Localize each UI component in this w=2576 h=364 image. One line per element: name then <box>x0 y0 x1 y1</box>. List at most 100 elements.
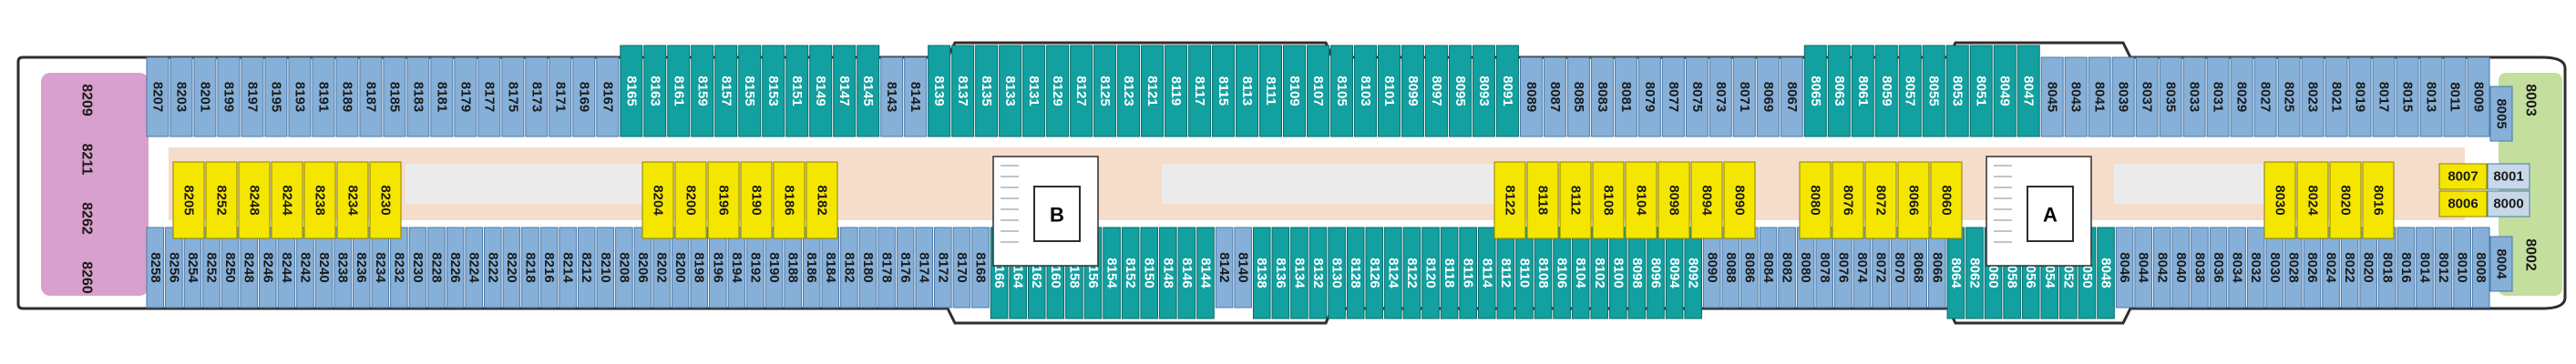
cabin-8176[interactable]: 8176 <box>896 227 915 308</box>
cabin-8175[interactable]: 8175 <box>501 56 525 137</box>
cabin-8226[interactable]: 8226 <box>446 227 465 308</box>
cabin-8202[interactable]: 8202 <box>652 227 671 308</box>
cabin-8043[interactable]: 8043 <box>2064 56 2088 137</box>
cabin-8016[interactable]: 8016 <box>2396 227 2416 308</box>
cabin-8214[interactable]: 8214 <box>559 227 577 308</box>
cabin-8120[interactable]: 8120 <box>1421 227 1440 319</box>
cabin-8262[interactable]: 8262 <box>79 202 95 235</box>
cabin-8090[interactable]: 8090 <box>1723 161 1756 239</box>
cabin-8122[interactable]: 8122 <box>1402 227 1421 319</box>
cabin-8010[interactable]: 8010 <box>2453 227 2471 308</box>
cabin-8018[interactable]: 8018 <box>2377 227 2396 308</box>
cabin-8143[interactable]: 8143 <box>880 56 904 137</box>
cabin-8195[interactable]: 8195 <box>264 56 288 137</box>
cabin-8145[interactable]: 8145 <box>857 45 880 137</box>
cabin-8260[interactable]: 8260 <box>79 261 95 294</box>
cabin-8126[interactable]: 8126 <box>1365 227 1384 319</box>
cabin-8076[interactable]: 8076 <box>1832 161 1864 239</box>
cabin-8093[interactable]: 8093 <box>1472 45 1495 137</box>
cabin-8234[interactable]: 8234 <box>371 227 390 308</box>
cabin-8076[interactable]: 8076 <box>1834 227 1852 308</box>
cabin-8069[interactable]: 8069 <box>1756 56 1780 137</box>
cabin-8196[interactable]: 8196 <box>707 161 740 239</box>
cabin-8182[interactable]: 8182 <box>806 161 838 239</box>
cabin-8210[interactable]: 8210 <box>596 227 615 308</box>
cabin-8079[interactable]: 8079 <box>1637 56 1661 137</box>
cabin-8144[interactable]: 8144 <box>1196 227 1215 319</box>
cabin-8218[interactable]: 8218 <box>521 227 539 308</box>
cabin-8081[interactable]: 8081 <box>1614 56 1637 137</box>
cabin-8188[interactable]: 8188 <box>784 227 802 308</box>
cabin-8012[interactable]: 8012 <box>2434 227 2453 308</box>
cabin-8236[interactable]: 8236 <box>352 227 371 308</box>
cabin-8110[interactable]: 8110 <box>1515 227 1534 319</box>
cabin-8119[interactable]: 8119 <box>1165 45 1188 137</box>
cabin-8155[interactable]: 8155 <box>738 45 762 137</box>
cabin-8246[interactable]: 8246 <box>259 227 277 308</box>
cabin-8248[interactable]: 8248 <box>238 161 271 239</box>
cabin-8238[interactable]: 8238 <box>303 161 336 239</box>
cabin-8167[interactable]: 8167 <box>596 56 620 137</box>
cabin-8020[interactable]: 8020 <box>2359 227 2377 308</box>
cabin-8123[interactable]: 8123 <box>1117 45 1141 137</box>
cabin-8094[interactable]: 8094 <box>1665 227 1684 319</box>
cabin-8216[interactable]: 8216 <box>539 227 559 308</box>
cabin-8230[interactable]: 8230 <box>408 227 427 308</box>
cabin-8077[interactable]: 8077 <box>1661 56 1685 137</box>
cabin-8258[interactable]: 8258 <box>146 227 165 308</box>
cabin-8206[interactable]: 8206 <box>633 227 652 308</box>
cabin-8075[interactable]: 8075 <box>1685 56 1709 137</box>
cabin-8047[interactable]: 8047 <box>2017 45 2040 137</box>
cabin-8035[interactable]: 8035 <box>2159 56 2182 137</box>
cabin-8031[interactable]: 8031 <box>2206 56 2230 137</box>
cabin-8053[interactable]: 8053 <box>1945 45 1969 137</box>
cabin-8067[interactable]: 8067 <box>1780 56 1803 137</box>
cabin-8196[interactable]: 8196 <box>709 227 727 308</box>
cabin-8008[interactable]: 8008 <box>2471 227 2490 308</box>
cabin-8094[interactable]: 8094 <box>1690 161 1723 239</box>
cabin-8109[interactable]: 8109 <box>1283 45 1307 137</box>
cabin-8198[interactable]: 8198 <box>690 227 709 308</box>
cabin-8203[interactable]: 8203 <box>169 56 193 137</box>
cabin-8200[interactable]: 8200 <box>671 227 690 308</box>
cabin-8186[interactable]: 8186 <box>802 227 821 308</box>
cabin-8107[interactable]: 8107 <box>1307 45 1329 137</box>
cabin-8161[interactable]: 8161 <box>667 45 691 137</box>
cabin-8187[interactable]: 8187 <box>359 56 383 137</box>
cabin-8207[interactable]: 8207 <box>146 56 169 137</box>
cabin-8134[interactable]: 8134 <box>1290 227 1309 319</box>
cabin-8023[interactable]: 8023 <box>2301 56 2325 137</box>
cabin-8064[interactable]: 8064 <box>1946 227 1965 319</box>
cabin-8142[interactable]: 8142 <box>1215 227 1234 308</box>
cabin-8072[interactable]: 8072 <box>1864 161 1897 239</box>
cabin-8124[interactable]: 8124 <box>1384 227 1402 319</box>
cabin-8044[interactable]: 8044 <box>2134 227 2152 308</box>
cabin-8220[interactable]: 8220 <box>502 227 521 308</box>
cabin-8027[interactable]: 8027 <box>2253 56 2277 137</box>
cabin-8086[interactable]: 8086 <box>1740 227 1759 308</box>
cabin-8204[interactable]: 8204 <box>641 161 674 239</box>
cabin-8112[interactable]: 8112 <box>1559 161 1592 239</box>
cabin-8157[interactable]: 8157 <box>714 45 738 137</box>
cabin-8172[interactable]: 8172 <box>934 227 952 308</box>
cabin-8165[interactable]: 8165 <box>620 45 643 137</box>
cabin-8080[interactable]: 8080 <box>1799 161 1832 239</box>
cabin-8185[interactable]: 8185 <box>383 56 406 137</box>
cabin-8098[interactable]: 8098 <box>1657 161 1690 239</box>
cabin-8139[interactable]: 8139 <box>928 45 951 137</box>
cabin-8150[interactable]: 8150 <box>1140 227 1159 319</box>
cabin-8138[interactable]: 8138 <box>1252 227 1271 319</box>
cabin-8100[interactable]: 8100 <box>1609 227 1627 319</box>
cabin-8089[interactable]: 8089 <box>1519 56 1543 137</box>
cabin-8015[interactable]: 8015 <box>2396 56 2419 137</box>
cabin-8177[interactable]: 8177 <box>477 56 501 137</box>
cabin-8087[interactable]: 8087 <box>1543 56 1566 137</box>
cabin-8073[interactable]: 8073 <box>1709 56 1732 137</box>
cabin-8111[interactable]: 8111 <box>1259 45 1283 137</box>
cabin-8084[interactable]: 8084 <box>1759 227 1778 308</box>
cabin-8149[interactable]: 8149 <box>809 45 833 137</box>
cabin-8127[interactable]: 8127 <box>1070 45 1093 137</box>
cabin-8048[interactable]: 8048 <box>2097 227 2115 319</box>
cabin-8108[interactable]: 8108 <box>1592 161 1625 239</box>
cabin-8013[interactable]: 8013 <box>2419 56 2443 137</box>
